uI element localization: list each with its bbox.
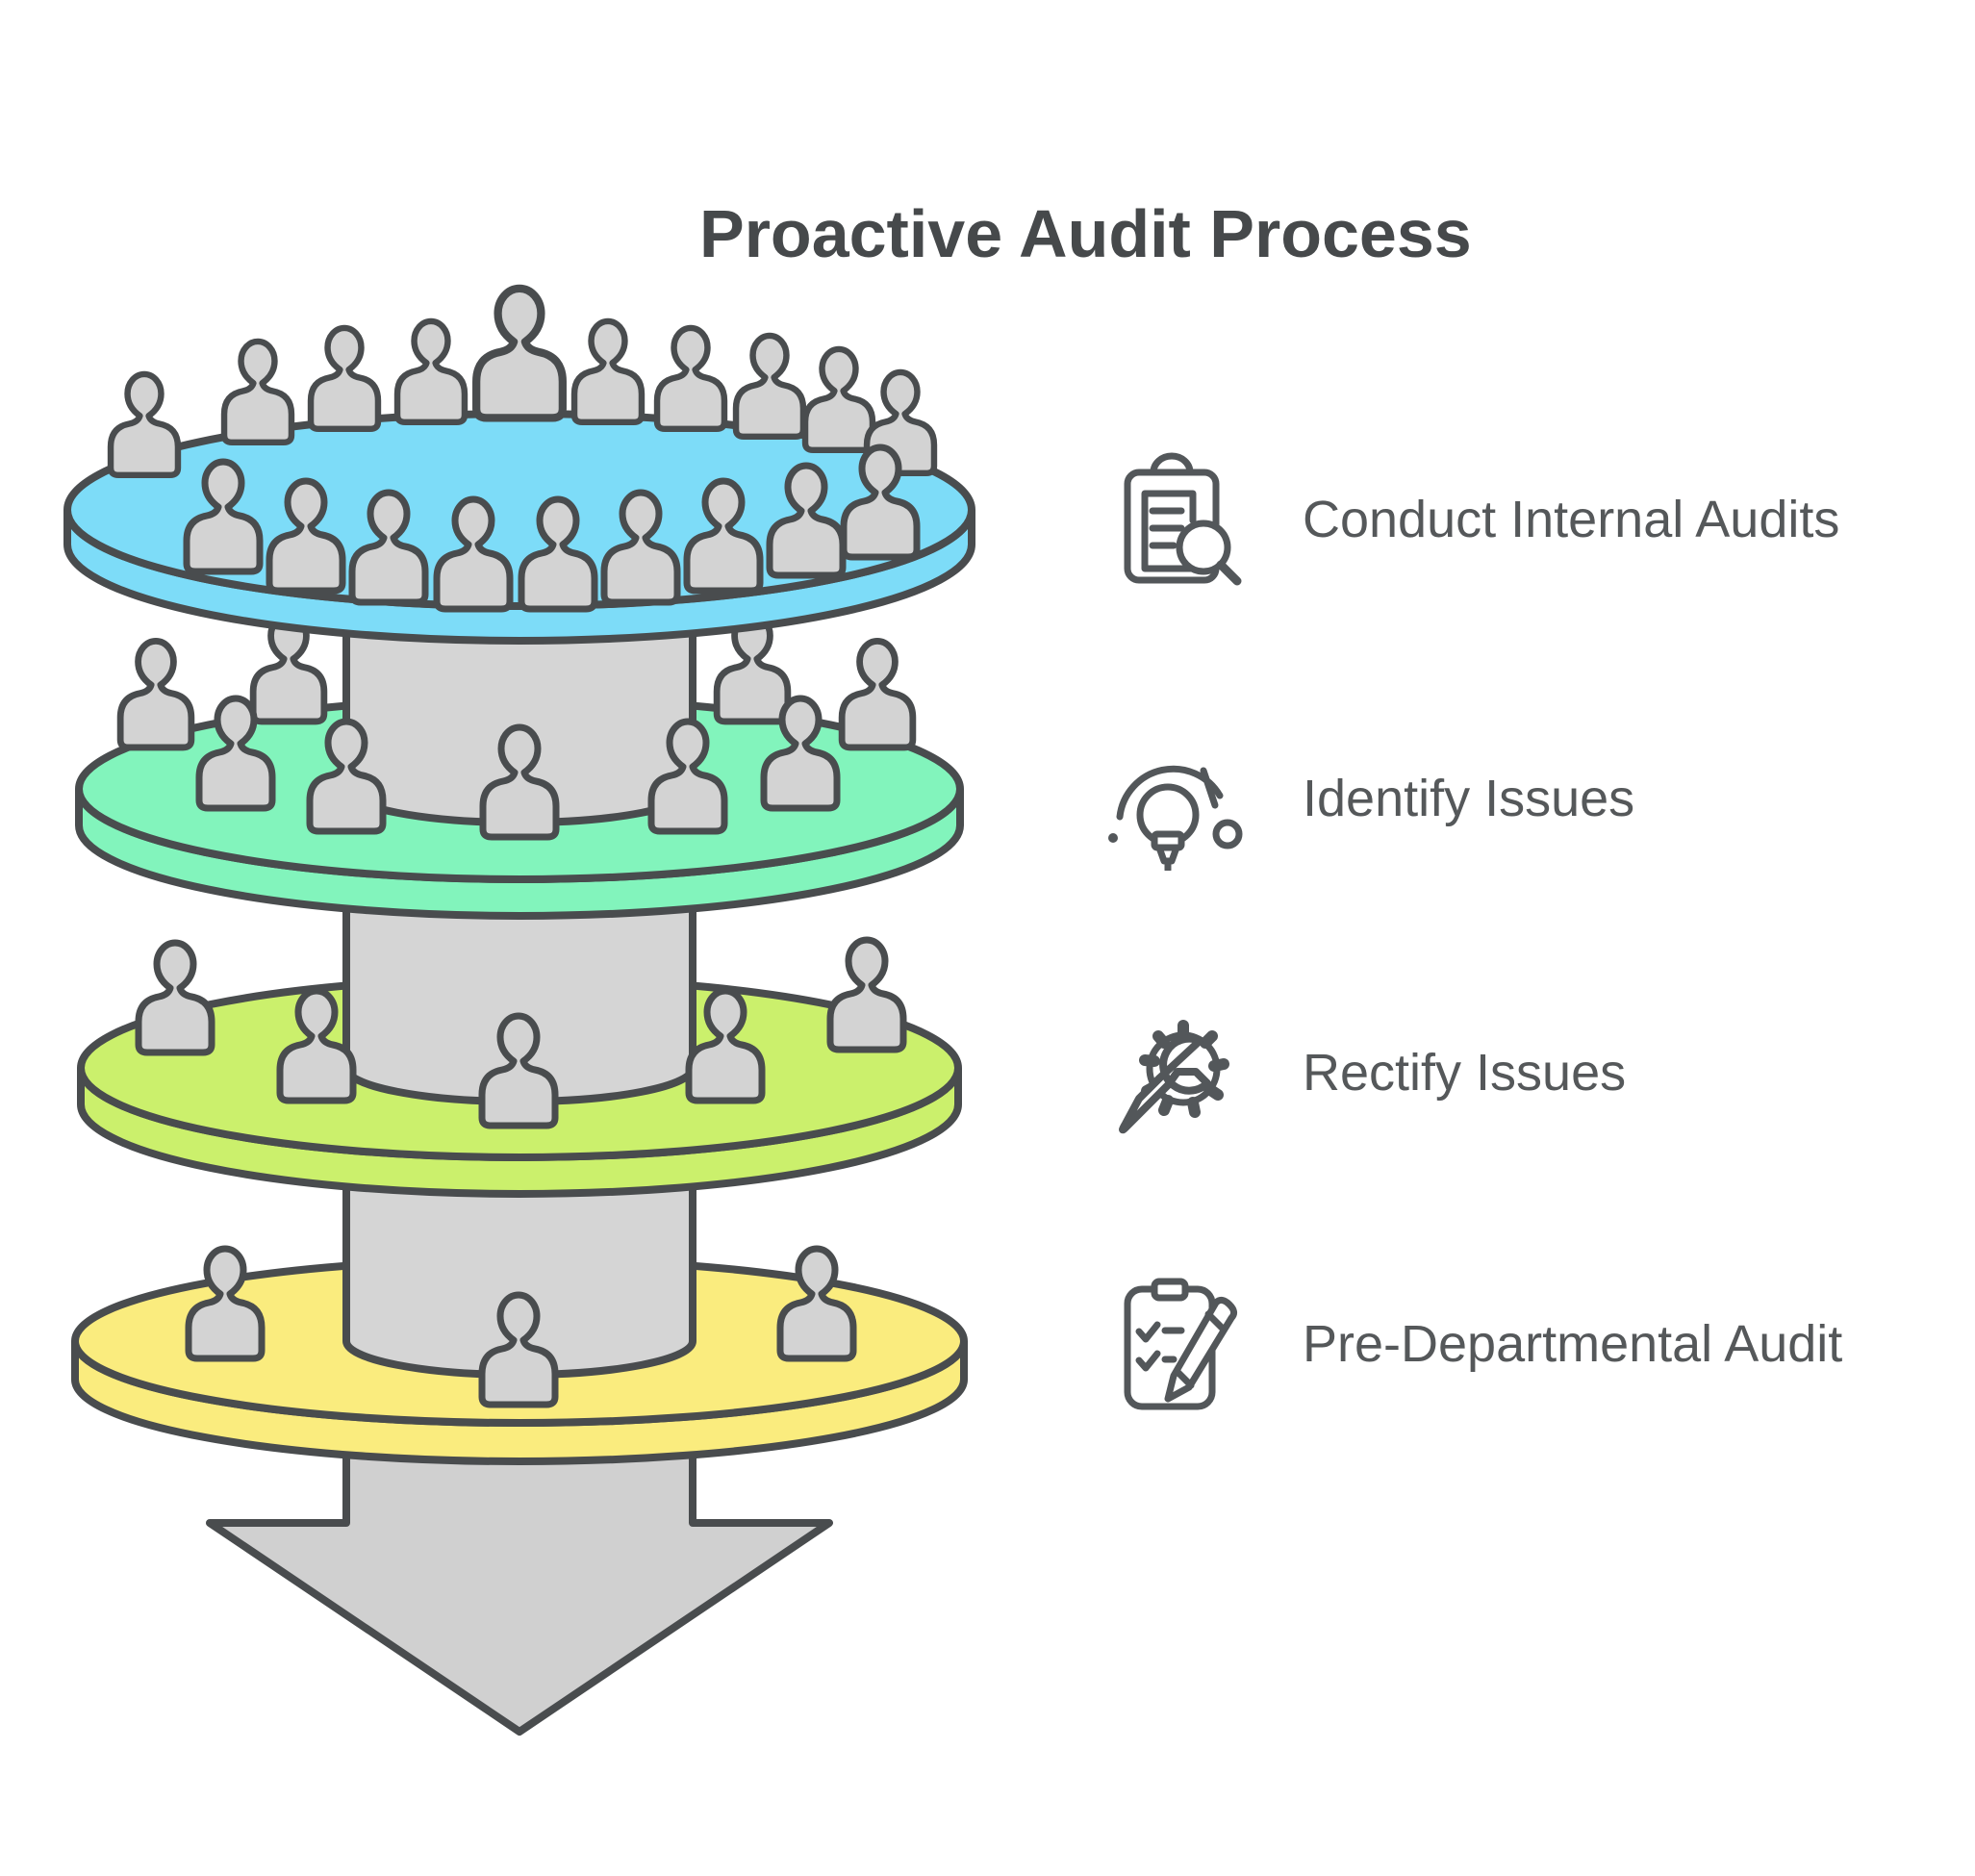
clipboard-pencil-icon [1124,1278,1238,1410]
step-label: Pre-Departmental Audit [1303,1315,1843,1373]
clipboard-magnifier-icon [1124,452,1242,586]
step-identify-issues: Identify Issues [1104,726,1951,871]
step-label: Conduct Internal Audits [1303,491,1840,548]
gear-wrench-icon [1119,1020,1229,1134]
page-title: Proactive Audit Process [699,195,1472,271]
funnel-svg [63,0,975,1736]
funnel-diagram [63,0,975,1736]
step-label: Identify Issues [1303,770,1635,827]
lightbulb-idea-icon [1108,765,1243,871]
step-label: Rectify Issues [1303,1044,1627,1102]
step-rectify-issues: Rectify Issues [1104,1001,1951,1145]
step-conduct-internal-audits: Conduct Internal Audits [1104,447,1951,592]
process-steps: Conduct Internal Audits Identify Issues [1104,0,1951,1871]
step-pre-departmental-audit: Pre-Departmental Audit [1104,1272,1951,1416]
